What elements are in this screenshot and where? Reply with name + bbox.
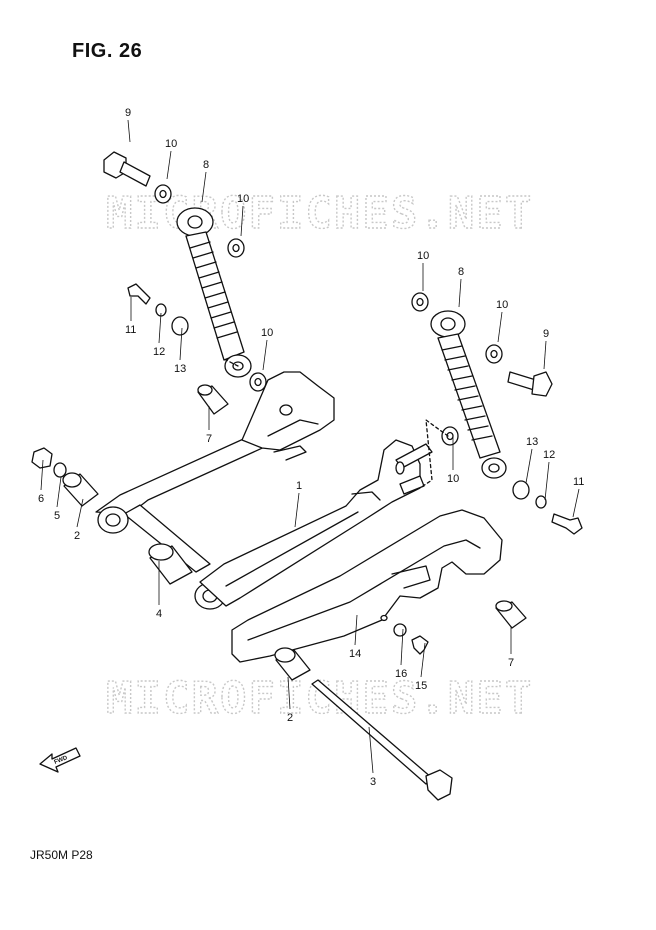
shock-absorber-right bbox=[430, 310, 507, 479]
callout-leader bbox=[158, 312, 162, 344]
bushing-4 bbox=[148, 543, 193, 585]
bolt-15 bbox=[411, 635, 429, 655]
callout-label: 3 bbox=[370, 776, 376, 788]
callout-label: 5 bbox=[54, 510, 60, 522]
bolt-11-left bbox=[127, 283, 151, 305]
callout-label: 8 bbox=[203, 159, 209, 171]
figure-title: FIG. 26 bbox=[72, 40, 143, 62]
washer-13-right bbox=[512, 480, 530, 500]
shock-absorber-left bbox=[176, 207, 252, 378]
callout-label: 4 bbox=[156, 608, 162, 620]
forward-arrow-icon: FWD bbox=[39, 747, 81, 773]
callout-leader bbox=[400, 628, 404, 666]
callout-label: 10 bbox=[447, 473, 459, 485]
bushing-7-right bbox=[495, 600, 527, 629]
callout-label: 13 bbox=[174, 363, 186, 375]
callout-leader bbox=[127, 119, 131, 143]
callout-layer: 9108101112131076521410810913121110141615… bbox=[38, 107, 584, 788]
callout-label: 11 bbox=[125, 324, 136, 336]
callout-label: 11 bbox=[573, 476, 584, 488]
bolt-9-right bbox=[507, 371, 553, 397]
callout-label: 7 bbox=[508, 657, 514, 669]
callout-leader bbox=[40, 459, 44, 491]
fwd-label: FWD bbox=[54, 755, 70, 766]
callout-label: 9 bbox=[543, 328, 549, 340]
callout-leader bbox=[294, 492, 300, 528]
callout-leader bbox=[262, 339, 268, 371]
callout-label: 15 bbox=[415, 680, 427, 692]
callout-label: 8 bbox=[458, 266, 464, 278]
bushing-7-left bbox=[197, 384, 229, 415]
callout-leader bbox=[420, 642, 426, 678]
watermark-top: MICROFICHES.NET bbox=[106, 188, 533, 239]
callout-leader bbox=[497, 311, 503, 343]
chain-case bbox=[231, 509, 503, 663]
callout-leader bbox=[56, 476, 62, 508]
figure-code: JR50M P28 bbox=[30, 848, 93, 862]
callout-leader bbox=[368, 726, 374, 774]
callout-leader bbox=[525, 448, 533, 484]
bolt-11-right bbox=[551, 513, 583, 535]
callout-label: 10 bbox=[496, 299, 508, 311]
callout-leader bbox=[166, 150, 172, 180]
callout-leader bbox=[179, 327, 183, 361]
callout-label: 13 bbox=[526, 436, 538, 448]
washer-12-right bbox=[535, 495, 547, 509]
callout-label: 10 bbox=[261, 327, 273, 339]
callout-leader bbox=[544, 461, 550, 501]
bushing-2-right bbox=[274, 647, 311, 681]
washer-16 bbox=[393, 623, 407, 637]
callout-label: 2 bbox=[287, 712, 293, 724]
washer-5 bbox=[53, 462, 67, 478]
callout-label: 12 bbox=[153, 346, 165, 358]
callout-label: 10 bbox=[165, 138, 177, 150]
callout-label: 14 bbox=[349, 648, 361, 660]
callout-leader bbox=[543, 340, 547, 370]
callout-leader bbox=[287, 676, 291, 710]
callout-leader bbox=[201, 171, 207, 203]
callout-leader bbox=[572, 488, 580, 518]
swingarm bbox=[95, 371, 433, 610]
bushing-2-left bbox=[62, 472, 99, 507]
callout-label: 9 bbox=[125, 107, 131, 119]
callout-label: 1 bbox=[296, 480, 302, 492]
callout-leader bbox=[354, 614, 358, 646]
callout-label: 6 bbox=[38, 493, 44, 505]
pivot-bolt-3 bbox=[311, 679, 453, 801]
washer-13-left bbox=[171, 316, 189, 336]
callout-label: 10 bbox=[237, 193, 249, 205]
callout-leader bbox=[240, 205, 244, 237]
callout-label: 7 bbox=[206, 433, 212, 445]
nut-6 bbox=[31, 447, 53, 469]
callout-label: 2 bbox=[74, 530, 80, 542]
callout-label: 12 bbox=[543, 449, 555, 461]
callout-label: 16 bbox=[395, 668, 407, 680]
callout-leader bbox=[76, 498, 84, 528]
callout-label: 10 bbox=[417, 250, 429, 262]
callout-leader bbox=[458, 278, 462, 308]
bolt-9-left bbox=[103, 151, 151, 187]
